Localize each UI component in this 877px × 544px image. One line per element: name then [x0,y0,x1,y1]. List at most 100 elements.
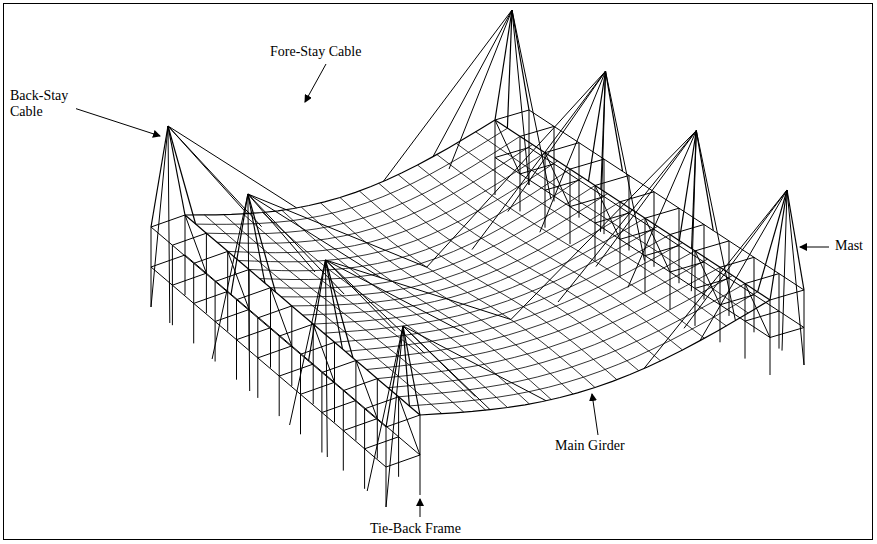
frame-beam [770,328,804,338]
back-stay-cable [512,10,529,185]
main-girder [185,120,495,215]
main-girder [217,145,533,244]
fore-stay-cable [628,131,696,288]
frame-beam [570,159,604,169]
frame-beam [386,415,420,427]
back-stay-cable [290,260,326,425]
mast [606,71,623,171]
callout-label: Main Girder [553,438,627,454]
main-girder [321,203,573,394]
back-stay-cable [248,194,250,391]
frame-beam [258,306,292,318]
main-girder [204,215,442,414]
frame-beam [258,346,292,358]
frame-beam [335,382,356,400]
frame-beam [215,270,249,282]
back-stay-cable [696,131,735,320]
main-girder [456,143,726,326]
frame-beam [172,233,206,245]
frame-beam [249,310,270,328]
back-stay-cable [367,326,403,491]
fore-stay-cable [168,126,297,208]
frame-beam [194,291,228,303]
frame-beam [301,394,322,412]
fore-stay-cable [427,71,606,267]
fore-stay-cable [511,131,696,320]
main-girder [340,198,595,388]
mast [758,190,787,292]
mast [248,194,265,283]
main-girder [185,215,420,415]
fore-stay-cable [644,190,787,369]
frame-beam [258,318,279,336]
frame-beam [343,431,364,449]
frame-beam [301,354,322,372]
fore-stay-cable [326,260,396,331]
mast [309,260,326,361]
callout-label: Mast [833,238,865,254]
fore-stay-cable [248,194,315,272]
callout-label: Tie-Back Frame [368,521,463,537]
frame-beam [237,300,258,318]
leader-line [305,64,326,102]
frame-beam [237,340,258,358]
fore-stay-cable [326,260,511,320]
main-girder [420,300,770,415]
frame-beam [172,273,206,285]
frame-beam [194,263,215,281]
back-stay-cable [782,190,787,351]
frame-beam [620,239,645,255]
fore-stay-cable [403,326,546,401]
back-stay-cable [212,194,248,359]
frame-border [4,4,873,540]
back-stay-cable [386,326,403,507]
frame-beam [695,241,729,251]
frame-beam [279,336,300,354]
frame-beam [720,257,754,267]
fore-stay-cable [684,190,787,328]
back-stay-cable [168,126,170,323]
mast [168,126,185,215]
fore-stay-cable [449,10,512,169]
frame-beam [172,245,193,263]
main-girder [377,267,720,378]
fore-stay-cable [558,131,696,302]
leader-lines [74,64,829,517]
frame-beam [343,391,364,409]
frame-beam [579,143,604,159]
frame-beam [495,110,529,120]
frame-beam [322,373,343,391]
frame-beam [770,290,804,300]
tie-back-frames [151,110,804,507]
masts-and-cables [151,10,804,507]
main-girder [243,214,486,410]
mast [326,260,354,358]
fore-stay-cable [383,10,512,181]
main-girder [263,213,508,408]
frame-beam [194,303,215,321]
main-girder [196,128,508,224]
back-stay-cable [512,10,551,199]
frame-beam [279,364,313,376]
frame-beam [258,358,279,376]
fore-stay-cable [326,260,464,332]
frame-beam [301,382,335,394]
main-girder [303,210,633,315]
frame-beam [729,241,754,257]
back-stay-cable [326,260,328,457]
leader-line [800,247,829,248]
fore-stay-cable [540,71,606,232]
callout-label: Fore-Stay Cable [268,44,363,60]
leader-line [74,108,160,136]
fore-stay-cable [403,326,490,410]
mast [231,194,248,295]
fore-stay-cable [433,10,512,157]
back-stay-cable [787,190,804,365]
fore-stay-cable [248,194,382,278]
frame-beam [151,215,185,227]
fore-stay-cable [700,190,787,341]
main-girder [301,207,551,400]
main-girder [206,136,520,233]
frame-beam [206,273,227,291]
